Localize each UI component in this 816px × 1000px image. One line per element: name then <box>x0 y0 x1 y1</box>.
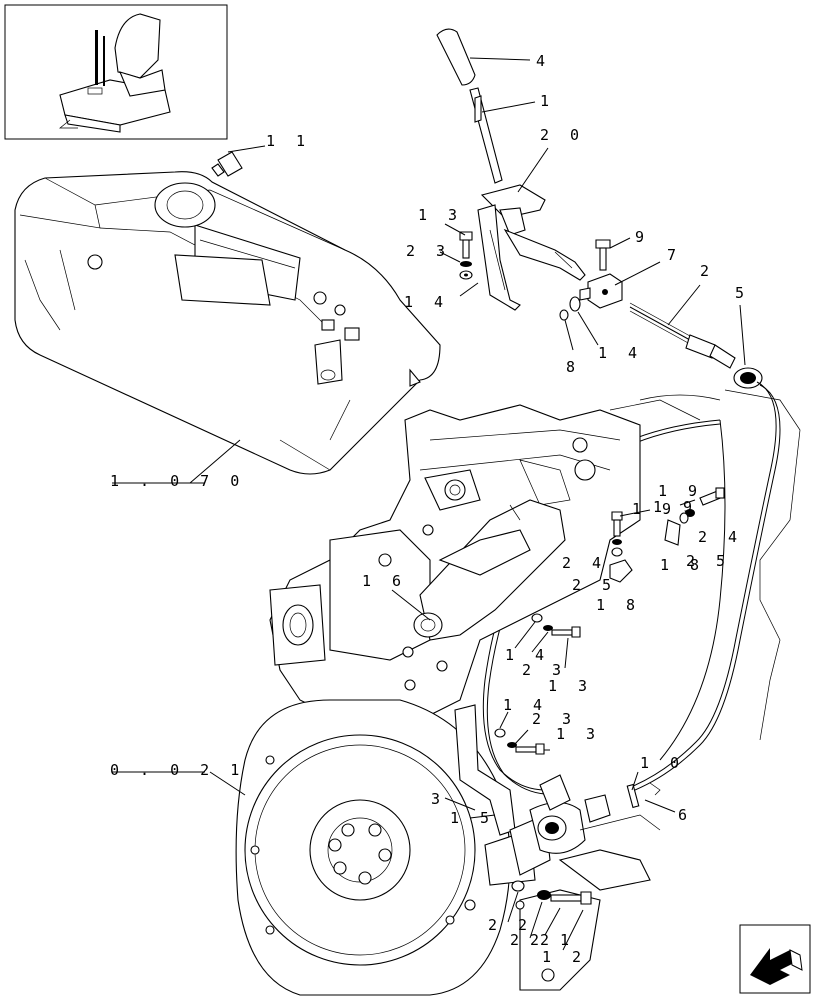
flywheel-housing <box>235 699 511 996</box>
gear-lever-assembly <box>436 28 586 311</box>
callout-19-b: 1 9 <box>632 500 677 518</box>
callout-13-b: 1 3 <box>548 677 593 695</box>
leader-lines <box>112 57 746 951</box>
lower-bracket-assembly <box>454 704 661 991</box>
location-inset <box>4 4 228 140</box>
callout-4: 4 <box>536 52 551 70</box>
callout-15: 1 5 <box>450 809 495 827</box>
part-11-fitting <box>211 145 266 177</box>
callout-14-d: 1 4 <box>503 696 548 714</box>
callout-9: 9 <box>635 228 650 246</box>
cable-2-threaded-end <box>629 302 763 389</box>
callout-1070: 1 . 0 7 0 <box>110 472 245 490</box>
callout-14-c: 1 4 <box>505 646 550 664</box>
callout-18-b: 1 8 <box>596 596 641 614</box>
fasteners-19-24-25-18 <box>609 487 725 583</box>
callout-23-b: 2 3 <box>522 661 567 679</box>
callout-10: 1 0 <box>640 754 685 772</box>
callout-16: 1 6 <box>362 572 407 590</box>
callout-3: 3 <box>431 790 446 808</box>
callout-1: 1 <box>540 92 555 110</box>
starter-motor-16 <box>413 499 566 641</box>
callout-6: 6 <box>678 806 693 824</box>
callout-24-b: 2 4 <box>562 554 607 572</box>
callout-23-c: 2 3 <box>532 710 577 728</box>
callout-8: 8 <box>566 358 581 376</box>
callout-21: 2 1 <box>530 931 575 949</box>
callout-labels: 4 1 2 0 1 1 1 3 2 3 1 4 9 7 2 5 8 1 4 1 … <box>110 52 750 966</box>
callout-24-a: 2 4 <box>698 528 743 546</box>
callout-22-a: 2 2 <box>488 916 533 934</box>
callout-13-a: 1 3 <box>418 206 463 224</box>
callout-25-b: 2 5 <box>572 576 617 594</box>
fuel-tank <box>14 171 441 475</box>
tractor-seat-location-icon <box>59 13 171 133</box>
callout-20: 2 0 <box>540 126 585 144</box>
pin-6-10 <box>626 782 661 809</box>
callout-18-a: 1 8 <box>660 556 705 574</box>
return-arrow-icon[interactable] <box>739 924 811 994</box>
callout-25-a: 2 5 <box>686 552 731 570</box>
callout-19-c: 1 9 <box>653 498 698 516</box>
callout-14-b: 1 4 <box>598 344 643 362</box>
callout-22-b: 2 2 <box>510 931 555 949</box>
callout-7: 7 <box>667 246 682 264</box>
bolt-9-block-7 <box>559 239 623 321</box>
bolts-13-23-14-mid <box>494 613 592 905</box>
callout-5: 5 <box>735 284 750 302</box>
callout-23-a: 2 3 <box>406 242 451 260</box>
callout-0021: 0 . 0 2 1 <box>110 761 245 779</box>
callout-11: 1 1 <box>266 132 311 150</box>
bolt-13-washers <box>459 231 473 280</box>
callout-2: 2 <box>700 262 715 280</box>
callout-14-a: 1 4 <box>404 293 449 311</box>
callout-19-a: 1 9 <box>658 482 703 500</box>
callout-13-c: 1 3 <box>556 725 601 743</box>
callout-12: 1 2 <box>542 948 587 966</box>
